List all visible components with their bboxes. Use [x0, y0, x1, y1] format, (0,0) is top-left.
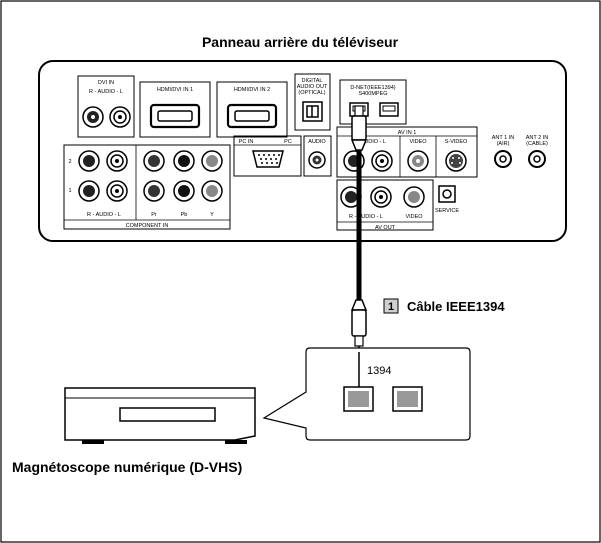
device-name: Magnétoscope numérique (D-VHS) — [12, 459, 242, 475]
av-out-audio-label: R - AUDIO - L — [349, 214, 383, 220]
cable-number: 1 — [388, 301, 394, 313]
dvi-audio-label: R - AUDIO - L — [89, 89, 123, 95]
pc-label: PC — [284, 139, 292, 145]
av-out-group: R - AUDIO - L VIDEO AV OUT — [336, 179, 434, 231]
component-row-1-label: 1 — [68, 188, 71, 194]
dnet-label-line-2: S400MPEG — [358, 91, 387, 97]
pc-in-group: PC IN PC — [233, 135, 302, 177]
av-in-1-label: AV IN 1 — [398, 130, 417, 136]
pc-audio-group: AUDIO — [303, 135, 332, 177]
ieee1394-cable — [350, 105, 368, 352]
av-out-video-label: VIDEO — [405, 214, 423, 220]
cable-label: Câble IEEE1394 — [407, 299, 505, 314]
vga-port — [252, 150, 284, 168]
pc-audio-label: AUDIO — [308, 139, 326, 145]
digital-audio-line-2: AUDIO OUT — [297, 84, 328, 90]
component-in-label: COMPONENT IN — [126, 223, 169, 229]
pc-in-label: PC IN — [239, 139, 254, 145]
s-video-label: S-VIDEO — [445, 139, 468, 145]
antenna-group: ANT 1 IN (AIR) ANT 2 IN (CABLE) — [492, 135, 549, 168]
dvi-in-group: DVI IN R - AUDIO - L — [77, 75, 135, 138]
digital-audio-line-3: (OPTICAL) — [298, 90, 325, 96]
component-row-2-label: 2 — [68, 159, 71, 165]
component-audio-label: R - AUDIO - L — [87, 212, 121, 218]
diagram-title: Panneau arrière du téléviseur — [202, 34, 399, 50]
port-1394-label: 1394 — [367, 365, 391, 377]
service-label: SERVICE — [435, 208, 459, 214]
component-pb-label: Pb — [181, 212, 188, 218]
tape-slot — [119, 407, 216, 422]
dnet-label-line-1: D-NET(IEEE1394) — [350, 85, 395, 91]
cable-number-box — [383, 298, 399, 314]
component-in-group: 2 1 R - AUDIO - L — [63, 144, 231, 230]
ant-1-label-line-2: (AIR) — [497, 141, 510, 147]
av-in-1-video-label: VIDEO — [409, 139, 427, 145]
device-callout: 1394 — [262, 347, 471, 441]
dvhs-recorder — [64, 387, 256, 444]
hdmi-in-2-label: HDMI/DVI IN 2 — [234, 87, 270, 93]
hdmi-in-1-group: HDMI/DVI IN 1 — [139, 81, 211, 138]
hdmi-in-2-group: HDMI/DVI IN 2 — [216, 81, 288, 138]
component-pr-label: Pr — [151, 212, 157, 218]
av-out-label: AV OUT — [375, 225, 396, 231]
ant-2-label-line-1: ANT 2 IN — [526, 135, 549, 141]
ant-1-label-line-1: ANT 1 IN — [492, 135, 515, 141]
av-in-1-audio-label: R - AUDIO - L — [352, 139, 386, 145]
dvi-in-label: DVI IN — [98, 80, 114, 86]
digital-audio-line-1: DIGITAL — [302, 78, 323, 84]
ant-2-label-line-2: (CABLE) — [526, 141, 548, 147]
hdmi-in-1-label: HDMI/DVI IN 1 — [157, 87, 193, 93]
tv-back-panel: DVI IN R - AUDIO - L HDMI/DVI IN 1 HDMI/… — [38, 60, 567, 242]
digital-audio-out-group: DIGITAL AUDIO OUT (OPTICAL) — [294, 73, 331, 131]
component-y-label: Y — [210, 212, 214, 218]
service-group: SERVICE — [435, 185, 459, 214]
